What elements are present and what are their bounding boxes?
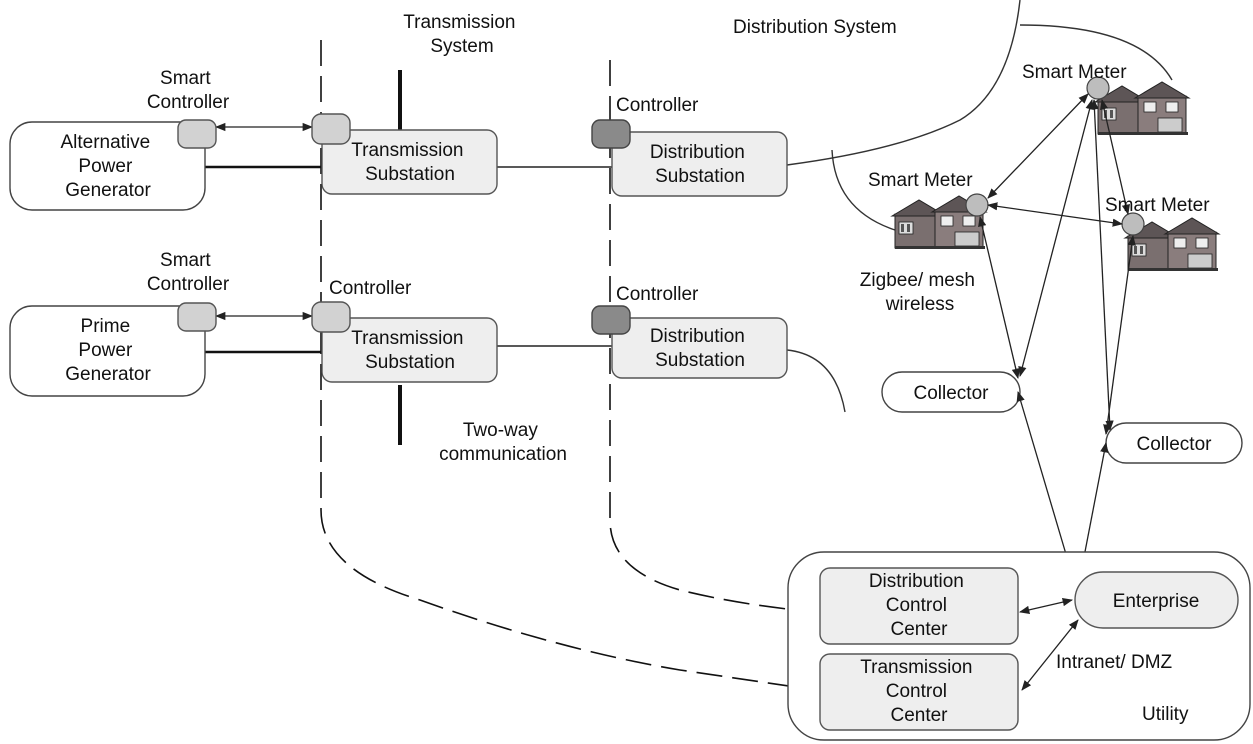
controller-label: Controller [616, 95, 699, 116]
controller-label: Controller [616, 284, 699, 305]
prime-generator-label: Prime Power Generator [65, 316, 151, 385]
collector-2-label: Collector [1137, 434, 1213, 455]
utility-label: Utility [1142, 704, 1189, 725]
smart-controller-top-label: Smart Controller [147, 68, 230, 113]
trans-sub-top [321, 129, 498, 195]
controller-icon [311, 113, 351, 145]
collector-1-label: Collector [914, 383, 990, 404]
alt-generator-label: Alternative Power Generator [60, 132, 155, 201]
trans-control-center [819, 653, 1019, 731]
enterprise-label: Enterprise [1113, 591, 1200, 612]
trans-sub-top-label: Transmission Substation [351, 140, 469, 185]
dist-sub-bottom-label: Distribution Substation [650, 326, 750, 371]
smart-meter-label: Smart Meter [1022, 62, 1127, 83]
dist-sub-bottom [611, 317, 788, 379]
smart-controller-bottom-label: Smart Controller [147, 250, 230, 295]
trans-sub-bottom-label: Transmission Substation [351, 328, 469, 373]
smart-controller-icon [177, 302, 217, 332]
dist-control-center-label: Distribution Control Center [869, 571, 969, 640]
enterprise-node [1074, 571, 1239, 629]
alt-generator-box [9, 121, 206, 211]
dist-sub-top-label: Distribution Substation [650, 142, 750, 187]
controller-icon [311, 301, 351, 333]
smart-meter-label: Smart Meter [1105, 195, 1210, 216]
smart-meter-label: Smart Meter [868, 170, 973, 191]
distribution-system-label: Distribution System [733, 17, 897, 38]
transmission-system-label: Transmission System [403, 12, 521, 57]
smart-controller-icon [177, 119, 217, 149]
intranet-label: Intranet/ DMZ [1056, 652, 1173, 673]
trans-sub-bottom [321, 317, 498, 383]
trans-control-center-label: Transmission Control Center [860, 657, 978, 726]
controller-icon [591, 305, 631, 335]
dist-control-center [819, 567, 1019, 645]
dist-sub-top [611, 131, 788, 197]
controller-label: Controller [329, 278, 412, 299]
zigbee-label: Zigbee/ mesh wireless [860, 270, 980, 315]
smart-meter-icon [1121, 212, 1145, 236]
prime-generator-box [9, 305, 206, 397]
two-way-label: Two-way communication [439, 420, 567, 465]
smart-meter-icon [965, 193, 989, 217]
controller-icon [591, 119, 631, 149]
